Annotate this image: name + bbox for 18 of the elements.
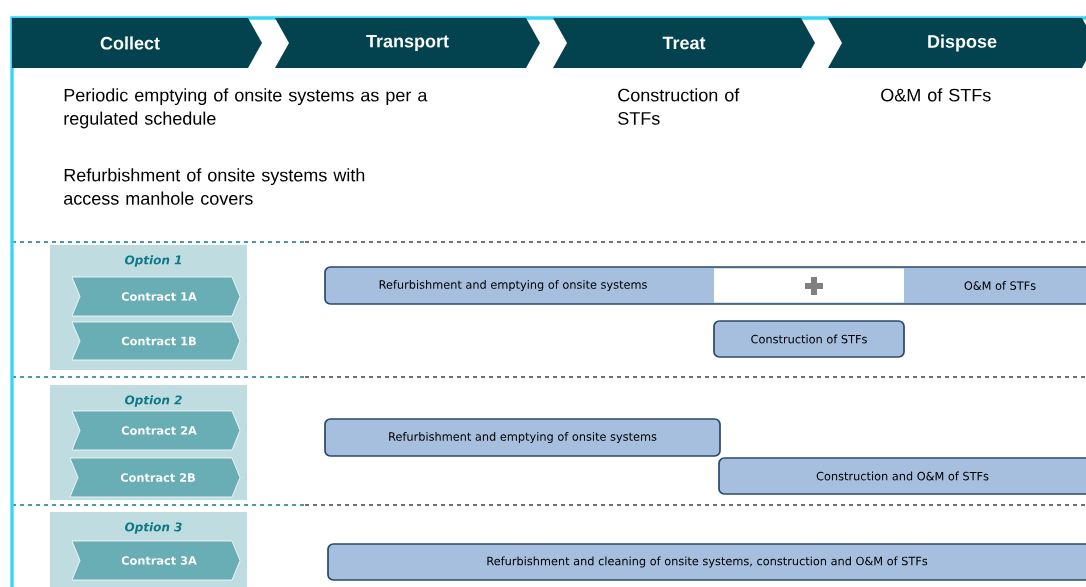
scope-bar: Construction and O&M of STFs [718,457,1086,495]
contract-tab: Contract 2A [71,410,241,451]
stage-header: Collect [12,18,262,68]
scope-text: O&M of STFs [881,88,991,102]
contract-tab: Contract 2B [69,457,241,498]
contract-tab: Contract 3A [71,540,241,581]
scope-bar: Construction of STFs [713,320,905,358]
stage-header: Treat [553,18,815,68]
scope-bar: Refurbishment and emptying of onsite systems [324,418,721,457]
contract-tab: Contract 1A [71,276,241,317]
contract-tab: Contract 1B [71,321,241,361]
scope-bar: Refurbishment and emptying of onsite systems O&M of STFs [324,266,1086,305]
stage-header: Dispose [828,18,1086,68]
scope-text: Refurbishment of onsite systems with access manhole covers [64,168,365,205]
scope-text: Periodic emptying of onsite systems as per a regulated schedule [64,88,428,129]
scope-bar: Refurbishment and cleaning of onsite systems, construction and O&M of STFs [327,543,1086,581]
stage-header: Transport [275,18,540,68]
scope-text: Construction of STFs [618,88,740,125]
